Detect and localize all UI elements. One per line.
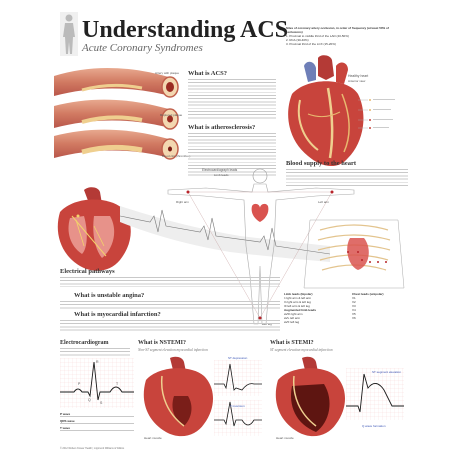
electrical-body-text: .: [60, 277, 280, 287]
occlusion-sites-box: Sites of coronary artery occlusion, in o…: [286, 26, 406, 46]
nstemi-ecg-1-label: ST depression: [228, 356, 248, 360]
stemi-heart-illustration: [272, 356, 348, 438]
body-silhouette-icon: [60, 12, 78, 56]
occlusion-item: 3. Proximal third of the LCX (15-20%): [286, 42, 336, 46]
ecg-legend-item: P wave: [60, 412, 71, 416]
body-figure-leads: [166, 166, 356, 326]
page-title: Understanding ACS: [82, 17, 289, 43]
nstemi-heart-illustration: [140, 356, 216, 438]
healthy-heart-label: Healthy heart: [348, 74, 369, 78]
section-what-is-acs: What is ACS?: [188, 70, 228, 77]
nstemi-title: What is NSTEMI?: [138, 340, 187, 346]
footer-copyright: © 2012 Wolters Kluwer Health | Lippincot…: [60, 447, 125, 450]
ecg-wave-t: T: [116, 382, 119, 386]
ecg-legend: P wave . QRS wave . T wave .: [60, 412, 134, 433]
stemi-heart-label: Heart muscle: [276, 436, 294, 440]
chest-lead-row: V5: [352, 312, 356, 316]
stemi-subtitle: ST segment elevation myocardial infarcti…: [270, 348, 333, 352]
nstemi-ecg-1: [214, 360, 262, 396]
section-atherosclerosis: What is atherosclerosis?: [188, 124, 256, 131]
stemi-ecg-label-2: Q wave formation: [362, 424, 386, 428]
ecg-trace-grid: [60, 358, 134, 408]
chest-lead-row: V1: [352, 296, 356, 300]
ecg-leads-label: Electrocardiograph leads: [202, 168, 238, 172]
ecg-legend-item: QRS wave: [60, 419, 75, 423]
ecg-panel-title: Electrocardiogram: [60, 340, 109, 346]
acs-body-text: .: [188, 79, 276, 119]
chest-lead-row: V3: [352, 304, 356, 308]
occlusion-item: 1. Proximal to middle third of the LAD (…: [286, 34, 349, 38]
lead-right-arm: Right arm: [176, 200, 190, 204]
chest-lead-row: V6: [352, 316, 356, 320]
chest-lead-row: V4: [352, 308, 356, 312]
artery-label-plaque: Artery with plaque: [155, 71, 180, 75]
lead-left-arm: Left arm: [318, 200, 330, 204]
limb-lead-row: III left arm & left leg: [284, 304, 310, 308]
limb-leads-table: Limb leads (bipolar) I right arm & left …: [284, 292, 344, 324]
aug-lead-row: aVF left leg: [284, 320, 300, 324]
limb-lead-row: II right arm & left leg: [284, 300, 311, 304]
artery-label-ruptured: Ruptured plaque: [160, 113, 183, 117]
section-electrical: Electrical pathways: [60, 268, 115, 275]
stemi-ecg-label-1: ST segment elevation: [372, 370, 401, 374]
chest-leads-figure: [300, 218, 408, 290]
artery-label-clot: Blood clot (thrombus): [162, 154, 191, 158]
angina-body-text: .: [60, 301, 280, 309]
healthy-heart-sublabel: Anterior view: [348, 79, 366, 83]
limb-lead-row: I right arm & left arm: [284, 296, 312, 300]
chest-leads-table: Chest leads (unipolar) V1 V2 V3 V4 V5 V6: [352, 292, 408, 320]
section-unstable-angina: What is unstable angina?: [74, 292, 145, 299]
healthy-heart-illustration: [278, 54, 374, 172]
nstemi-ecg-2: [214, 400, 262, 436]
ecg-wave-q: Q: [88, 398, 91, 402]
nstemi-heart-label: Heart muscle: [144, 436, 162, 440]
stemi-ecg: [346, 368, 404, 420]
stemi-title: What is STEMI?: [270, 340, 314, 346]
section-mi: What is myocardial infarction?: [74, 311, 161, 318]
ecg-wave-p: P: [78, 382, 81, 386]
nstemi-ecg-2-label: T inversion: [230, 404, 245, 408]
occlusion-intro: Sites of coronary artery occlusion, in o…: [286, 26, 389, 34]
limb-leads-title: Limb leads (bipolar): [284, 292, 313, 296]
nstemi-subtitle: Non-ST segment elevation myocardial infa…: [138, 348, 208, 352]
aug-lead-row: aVL left arm: [284, 316, 301, 320]
page-subtitle: Acute Coronary Syndromes: [82, 42, 203, 54]
ecg-wave-r: R: [96, 360, 99, 364]
heart-label-lines: [358, 94, 408, 134]
heart-cross-section: [54, 186, 134, 272]
aug-leads-title: Augmented limb leads: [284, 308, 317, 312]
ecg-wave-s: S: [100, 401, 103, 405]
blood-supply-body-text: .: [286, 169, 408, 187]
section-blood-supply: Blood supply to the heart: [286, 160, 357, 167]
artery-illustrations: [52, 62, 182, 166]
chest-lead-row: V2: [352, 300, 356, 304]
ecg-leads-sublabel: Limb leads: [214, 173, 229, 177]
ecg-panel-text: .: [60, 348, 130, 356]
occlusion-item: 2. RCA (30-40%): [286, 38, 309, 42]
atherosclerosis-body-text: .: [188, 133, 276, 177]
ecg-ribbon: [119, 196, 331, 276]
aug-lead-row: aVR right arm: [284, 312, 303, 316]
ecg-legend-item: T wave: [60, 426, 71, 430]
mi-body-text: .: [60, 320, 280, 332]
chest-leads-title: Chest leads (unipolar): [352, 292, 384, 296]
